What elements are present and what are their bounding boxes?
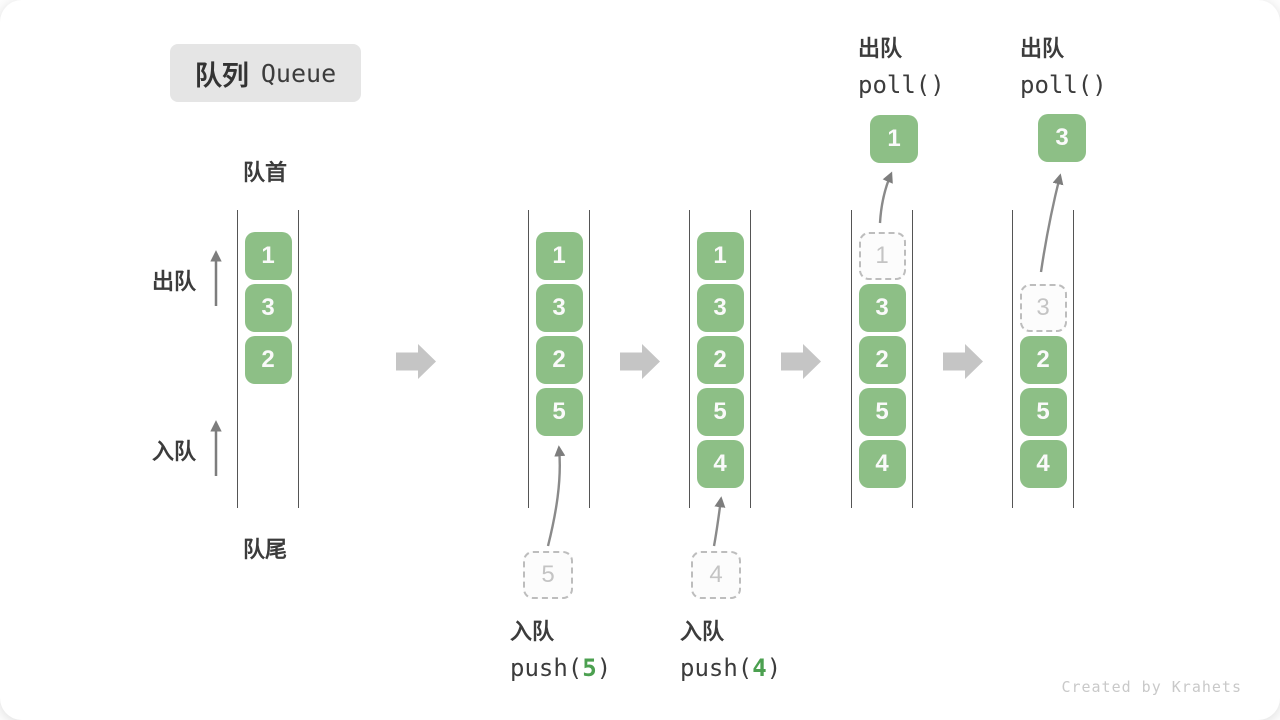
queue-item: 4 [1019,440,1067,488]
label-enqueue-side: 入队 [152,439,197,464]
label-dequeue-side: 出队 [152,269,197,294]
queue-item: 5 [1019,388,1067,436]
watermark: Created by Krahets [1061,678,1242,696]
queue-item: 3 [244,284,292,332]
queue-state-4: 1 3 2 5 4 [851,210,913,508]
queue-state-1: 1 3 2 [237,210,299,508]
label-queue-rear: 队尾 [243,537,288,562]
queue-item: 1 [244,232,292,280]
arrow-right-icon [781,344,821,379]
op-push-4-code: push(4) [680,654,782,682]
push-arg: 5 [582,654,597,682]
title-badge: 队列 Queue [170,44,361,102]
queue-item: 5 [858,388,906,436]
queue-item: 3 [535,284,583,332]
queue-item: 3 [858,284,906,332]
title-zh: 队列 [194,60,249,91]
op-poll-3-code: poll() [1020,71,1107,99]
op-push-5-code: push(5) [510,654,612,682]
op-poll-1: 出队 poll() [858,31,945,99]
queue-item: 3 [696,284,744,332]
queue-state-5: 3 2 5 4 [1012,210,1074,508]
queue-item: 2 [1019,336,1067,384]
queue-item: 4 [858,440,906,488]
push-arg: 4 [752,654,767,682]
queue-item-removed: 3 [1019,284,1067,332]
queue-item: 2 [696,336,744,384]
queue-item: 5 [535,388,583,436]
op-poll-1-code: poll() [858,71,945,99]
queue-state-3: 1 3 2 5 4 [689,210,751,508]
queue-item: 2 [535,336,583,384]
dequeued-box: 3 [1038,114,1086,162]
op-push-5-title: 入队 [510,619,555,644]
title-en: Queue [260,58,337,88]
queue-item: 1 [696,232,744,280]
queue-item: 2 [244,336,292,384]
queue-item: 1 [535,232,583,280]
queue-item: 4 [696,440,744,488]
op-poll-1-title: 出队 [858,36,903,61]
queue-item: 2 [858,336,906,384]
label-queue-front: 队首 [243,160,288,185]
arrow-right-icon [396,344,436,379]
queue-item-removed: 1 [858,232,906,280]
op-poll-3-title: 出队 [1020,36,1065,61]
arrow-right-icon [943,344,983,379]
pending-enqueue-box: 5 [523,551,573,599]
queue-state-2: 1 3 2 5 [528,210,590,508]
queue-item: 5 [696,388,744,436]
dequeued-box: 1 [870,115,918,163]
op-push-4-title: 入队 [680,619,725,644]
pending-enqueue-box: 4 [691,551,741,599]
op-push-4: 入队 push(4) [680,614,781,682]
op-poll-3: 出队 poll() [1020,31,1107,99]
operation-arrows [546,171,1064,547]
op-push-5: 入队 push(5) [510,614,611,682]
arrow-right-icon [620,344,660,379]
